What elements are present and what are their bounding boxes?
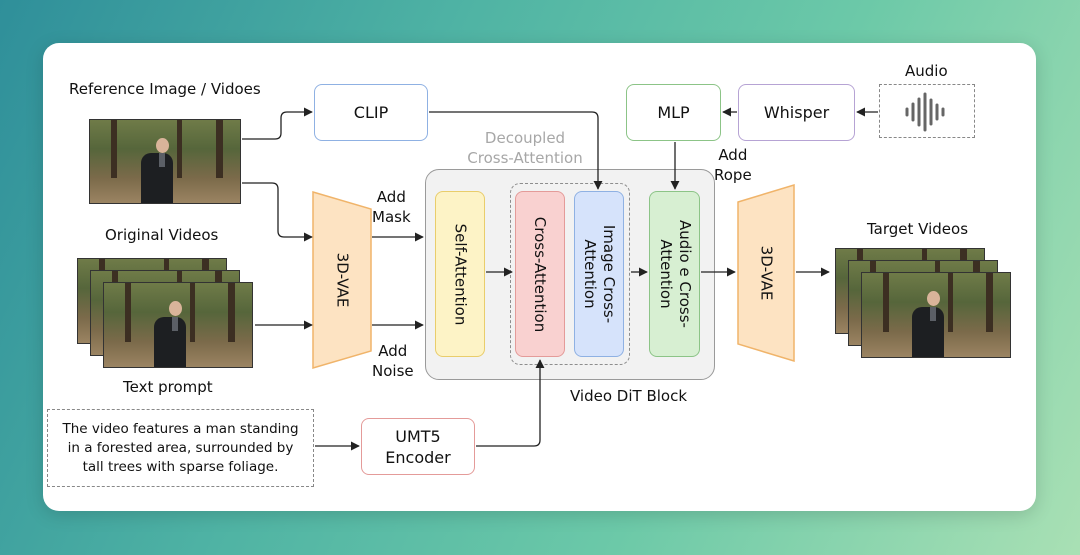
self-attention-block: Self-Attention <box>435 191 485 357</box>
target-videos-label: Target Videos <box>867 220 969 238</box>
whisper-encoder: Whisper <box>738 84 855 141</box>
umt5-encoder: UMT5 Encoder <box>361 418 475 475</box>
cross-attention-block: Cross-Attention <box>515 191 565 357</box>
audio-label: Audio <box>905 62 948 80</box>
output-3d-vae: 3D-VAE <box>737 184 795 362</box>
add-noise-label: Add Noise <box>372 342 414 380</box>
text-prompt-box: The video features a man standing in a f… <box>47 409 314 487</box>
text-prompt-label: Text prompt <box>123 378 213 396</box>
input-3d-vae: 3D-VAE <box>312 191 372 369</box>
image-cross-attention-block: Image Cross- Attention <box>574 191 624 357</box>
add-rope-label: Add Rope <box>714 146 752 184</box>
vae-in-label: 3D-VAE <box>334 253 352 308</box>
reference-label: Reference Image / Vidoes <box>69 80 261 98</box>
reference-image <box>89 119 241 204</box>
decoupled-cross-attention-label: Decoupled Cross-Attention <box>467 129 583 167</box>
original-video-frame <box>103 282 253 368</box>
clip-encoder: CLIP <box>314 84 428 141</box>
add-mask-label: Add Mask <box>372 188 411 226</box>
original-videos-label: Original Videos <box>105 226 219 244</box>
audio-input-box <box>879 84 975 138</box>
audio-cross-attention-block: Audio e Cross- Attention <box>649 191 700 357</box>
waveform-icon <box>905 92 945 132</box>
mlp-block: MLP <box>626 84 721 141</box>
vae-out-label: 3D-VAE <box>758 246 776 301</box>
video-dit-block-label: Video DiT Block <box>570 387 688 405</box>
target-video-frame <box>861 272 1011 358</box>
